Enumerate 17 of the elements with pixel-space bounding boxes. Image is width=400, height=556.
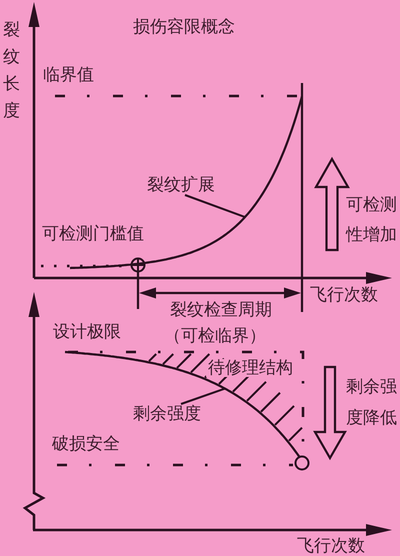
level-label: 临界值 [43, 65, 94, 85]
dimension-label: （可检临界） [164, 326, 266, 346]
region-label: 待修理结构 [206, 359, 295, 377]
axis-label: 裂纹长度 [3, 19, 20, 123]
dimension-label: 裂纹检查周期 [170, 300, 272, 320]
arrow-label: 可检测性增加 [346, 194, 398, 247]
curve-label: 裂纹扩展 [147, 175, 215, 195]
axis-label: 飞行次数 [310, 285, 378, 305]
axis-label: 飞行次数 [297, 536, 365, 556]
curve-label: 剩余强度 [133, 404, 201, 424]
level-label: 设计极限 [53, 322, 121, 342]
level-label: 破损安全 [52, 434, 120, 454]
leader-line [180, 388, 226, 405]
leader-line [184, 194, 246, 218]
level-label: 可检测门槛值 [42, 224, 144, 244]
arrow-label: 剩余强度降低 [346, 376, 398, 430]
chart-title: 损伤容限概念 [133, 17, 235, 37]
